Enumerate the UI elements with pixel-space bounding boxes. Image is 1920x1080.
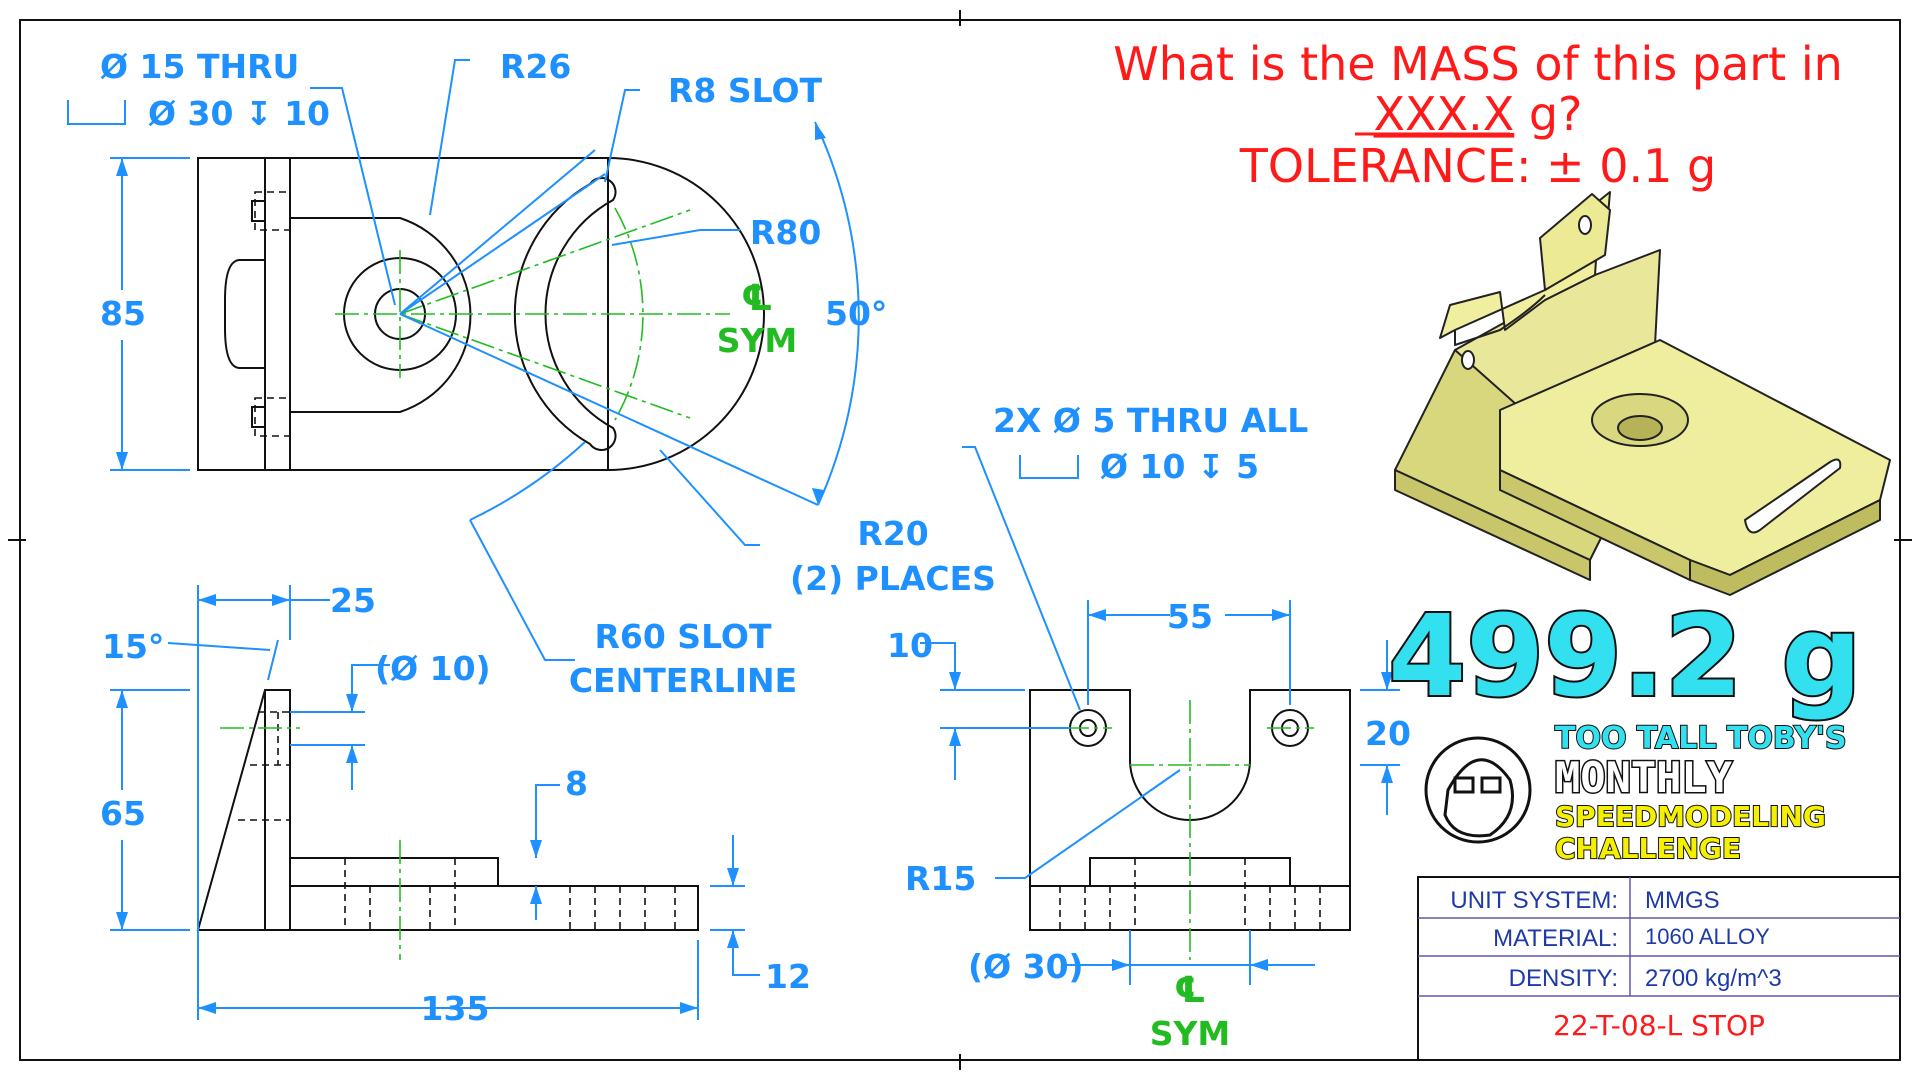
dimension-labels: Ø 15 THRU Ø 30 ↧ 10 R26 R8 SLOT R80 85 5… <box>67 47 1411 1053</box>
dim-r26: R26 <box>500 47 571 86</box>
tolerance-line: TOLERANCE: ± 0.1 g <box>1239 139 1716 193</box>
dim-r8-slot: R8 SLOT <box>668 71 823 110</box>
dim-8: 8 <box>565 764 588 803</box>
brand-line-2: MONTHLY <box>1555 753 1733 802</box>
question-line-2: XXX.X g? <box>1374 87 1583 141</box>
part-number: 22-T-08-L STOP <box>1553 1009 1765 1042</box>
dim-r60-centerline: CENTERLINE <box>569 661 797 700</box>
dim-2x-cbore: Ø 10 ↧ 5 <box>1100 447 1259 486</box>
dim-85: 85 <box>100 294 146 333</box>
question-block: What is the MASS of this part in XXX.X g… <box>1113 37 1843 193</box>
sym-label-right: SYM <box>1150 1014 1231 1053</box>
sym-label-top: SYM <box>717 321 798 360</box>
dim-10: 10 <box>887 626 933 665</box>
dim-25: 25 <box>330 581 376 620</box>
answer-mass: 499.2 g <box>1388 592 1861 722</box>
unit-system-label: UNIT SYSTEM: <box>1450 887 1618 914</box>
dim-15-deg: 15° <box>102 627 164 666</box>
top-view <box>197 157 765 471</box>
front-view-dimensions <box>110 585 760 1020</box>
dim-hole-thru: Ø 15 THRU <box>100 47 299 86</box>
centerline-symbol-top: ℄ <box>741 278 773 319</box>
front-view <box>196 689 699 960</box>
material-value: 1060 ALLOY <box>1645 924 1770 949</box>
question-line-1: What is the MASS of this part in <box>1113 37 1843 91</box>
isometric-part-render <box>1394 191 1891 596</box>
dim-r60-slot: R60 SLOT <box>594 617 771 656</box>
dim-r20-places: (2) PLACES <box>790 559 996 598</box>
density-label: DENSITY: <box>1509 965 1618 992</box>
top-view-dimensions <box>110 59 860 661</box>
dim-10-ref: (Ø 10) <box>375 649 491 688</box>
dim-r80: R80 <box>750 213 821 252</box>
dim-cbore: Ø 30 ↧ 10 <box>148 94 330 133</box>
centerline-symbol-right: ℄ <box>1174 970 1206 1011</box>
right-view-dimensions <box>920 446 1400 985</box>
dim-65: 65 <box>100 794 146 833</box>
unit-system-value: MMGS <box>1645 887 1720 914</box>
dim-135: 135 <box>421 989 490 1028</box>
dim-20: 20 <box>1365 714 1411 753</box>
dim-55: 55 <box>1167 597 1213 636</box>
toby-face-logo <box>1424 736 1532 844</box>
dim-r15: R15 <box>905 859 976 898</box>
dim-r20: R20 <box>857 514 928 553</box>
brand-line-3: SPEEDMODELING <box>1555 800 1826 833</box>
material-label: MATERIAL: <box>1493 925 1618 952</box>
brand-line-1: TOO TALL TOBY'S <box>1555 721 1847 756</box>
dim-2x-holes: 2X Ø 5 THRU ALL <box>993 401 1308 440</box>
dim-50-deg: 50° <box>825 294 887 333</box>
dim-30-ref: (Ø 30) <box>968 947 1084 986</box>
dim-12: 12 <box>765 957 811 996</box>
title-block: UNIT SYSTEM: MMGS MATERIAL: 1060 ALLOY D… <box>1417 876 1901 1061</box>
question-line-2-rest: g? <box>1514 87 1582 141</box>
right-view <box>1029 689 1351 960</box>
branding-logo: TOO TALL TOBY'S MONTHLY SPEEDMODELING CH… <box>1424 720 1848 866</box>
format-mask: XXX.X <box>1374 87 1515 141</box>
density-value: 2700 kg/m^3 <box>1645 965 1782 992</box>
brand-line-4: CHALLENGE <box>1555 832 1741 865</box>
